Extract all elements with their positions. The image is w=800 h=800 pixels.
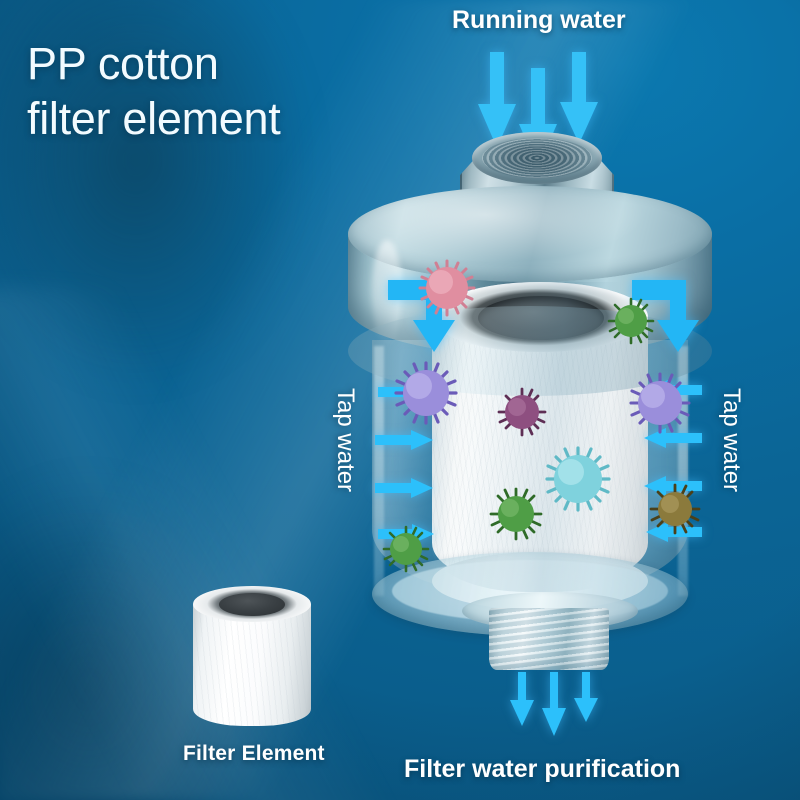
housing-edge-right bbox=[678, 346, 688, 596]
threaded-outlet bbox=[489, 608, 609, 670]
germ-green-mid bbox=[488, 486, 544, 542]
inlet-arrow-right bbox=[560, 52, 598, 144]
germ-purple-left bbox=[392, 359, 460, 427]
tap-water-arrow-left-2 bbox=[375, 430, 433, 450]
germ-green-top bbox=[606, 296, 656, 346]
filter-element-texture bbox=[193, 604, 311, 726]
germ-pink bbox=[416, 257, 478, 319]
page-title-line-2: filter element bbox=[27, 92, 281, 144]
outlet-arrow-left bbox=[510, 672, 534, 726]
filter-element-side bbox=[193, 604, 311, 726]
background-shadow-top-left bbox=[0, 0, 384, 480]
label-tap-water-right: Tap water bbox=[718, 388, 745, 493]
pp-cotton-cartridge-texture bbox=[432, 316, 648, 586]
germ-olive bbox=[648, 482, 702, 536]
housing-edge-left bbox=[374, 346, 384, 596]
germ-green-low bbox=[381, 524, 431, 574]
pp-cotton-filter-element bbox=[193, 586, 311, 734]
outlet-arrow-center bbox=[542, 672, 566, 736]
hex-nut-threads bbox=[482, 138, 592, 178]
outlet-thread-lines bbox=[489, 608, 609, 670]
housing-cap-top bbox=[348, 186, 712, 282]
tap-water-arrow-right-2 bbox=[644, 428, 702, 448]
pp-cotton-cartridge-core bbox=[478, 296, 604, 340]
germ-cyan bbox=[543, 444, 613, 514]
germ-purple-right bbox=[627, 370, 693, 436]
germ-magenta bbox=[496, 386, 548, 438]
outlet-arrow-right bbox=[574, 672, 598, 722]
filter-element-core bbox=[219, 593, 285, 616]
label-filter-water-purification: Filter water purification bbox=[404, 755, 681, 783]
pp-cotton-cartridge-side bbox=[432, 316, 648, 586]
page-title: PP cotton filter element bbox=[27, 37, 457, 147]
inlet-arrow-left bbox=[478, 52, 516, 148]
page-title-line-1: PP cotton bbox=[27, 38, 219, 89]
tap-water-arrow-left-3 bbox=[375, 478, 433, 498]
hex-nut-opening bbox=[472, 132, 602, 184]
label-running-water: Running water bbox=[452, 6, 626, 34]
label-filter-element: Filter Element bbox=[183, 742, 325, 765]
cap-flow-arrow-right bbox=[632, 274, 704, 352]
label-tap-water-left: Tap water bbox=[332, 388, 359, 493]
